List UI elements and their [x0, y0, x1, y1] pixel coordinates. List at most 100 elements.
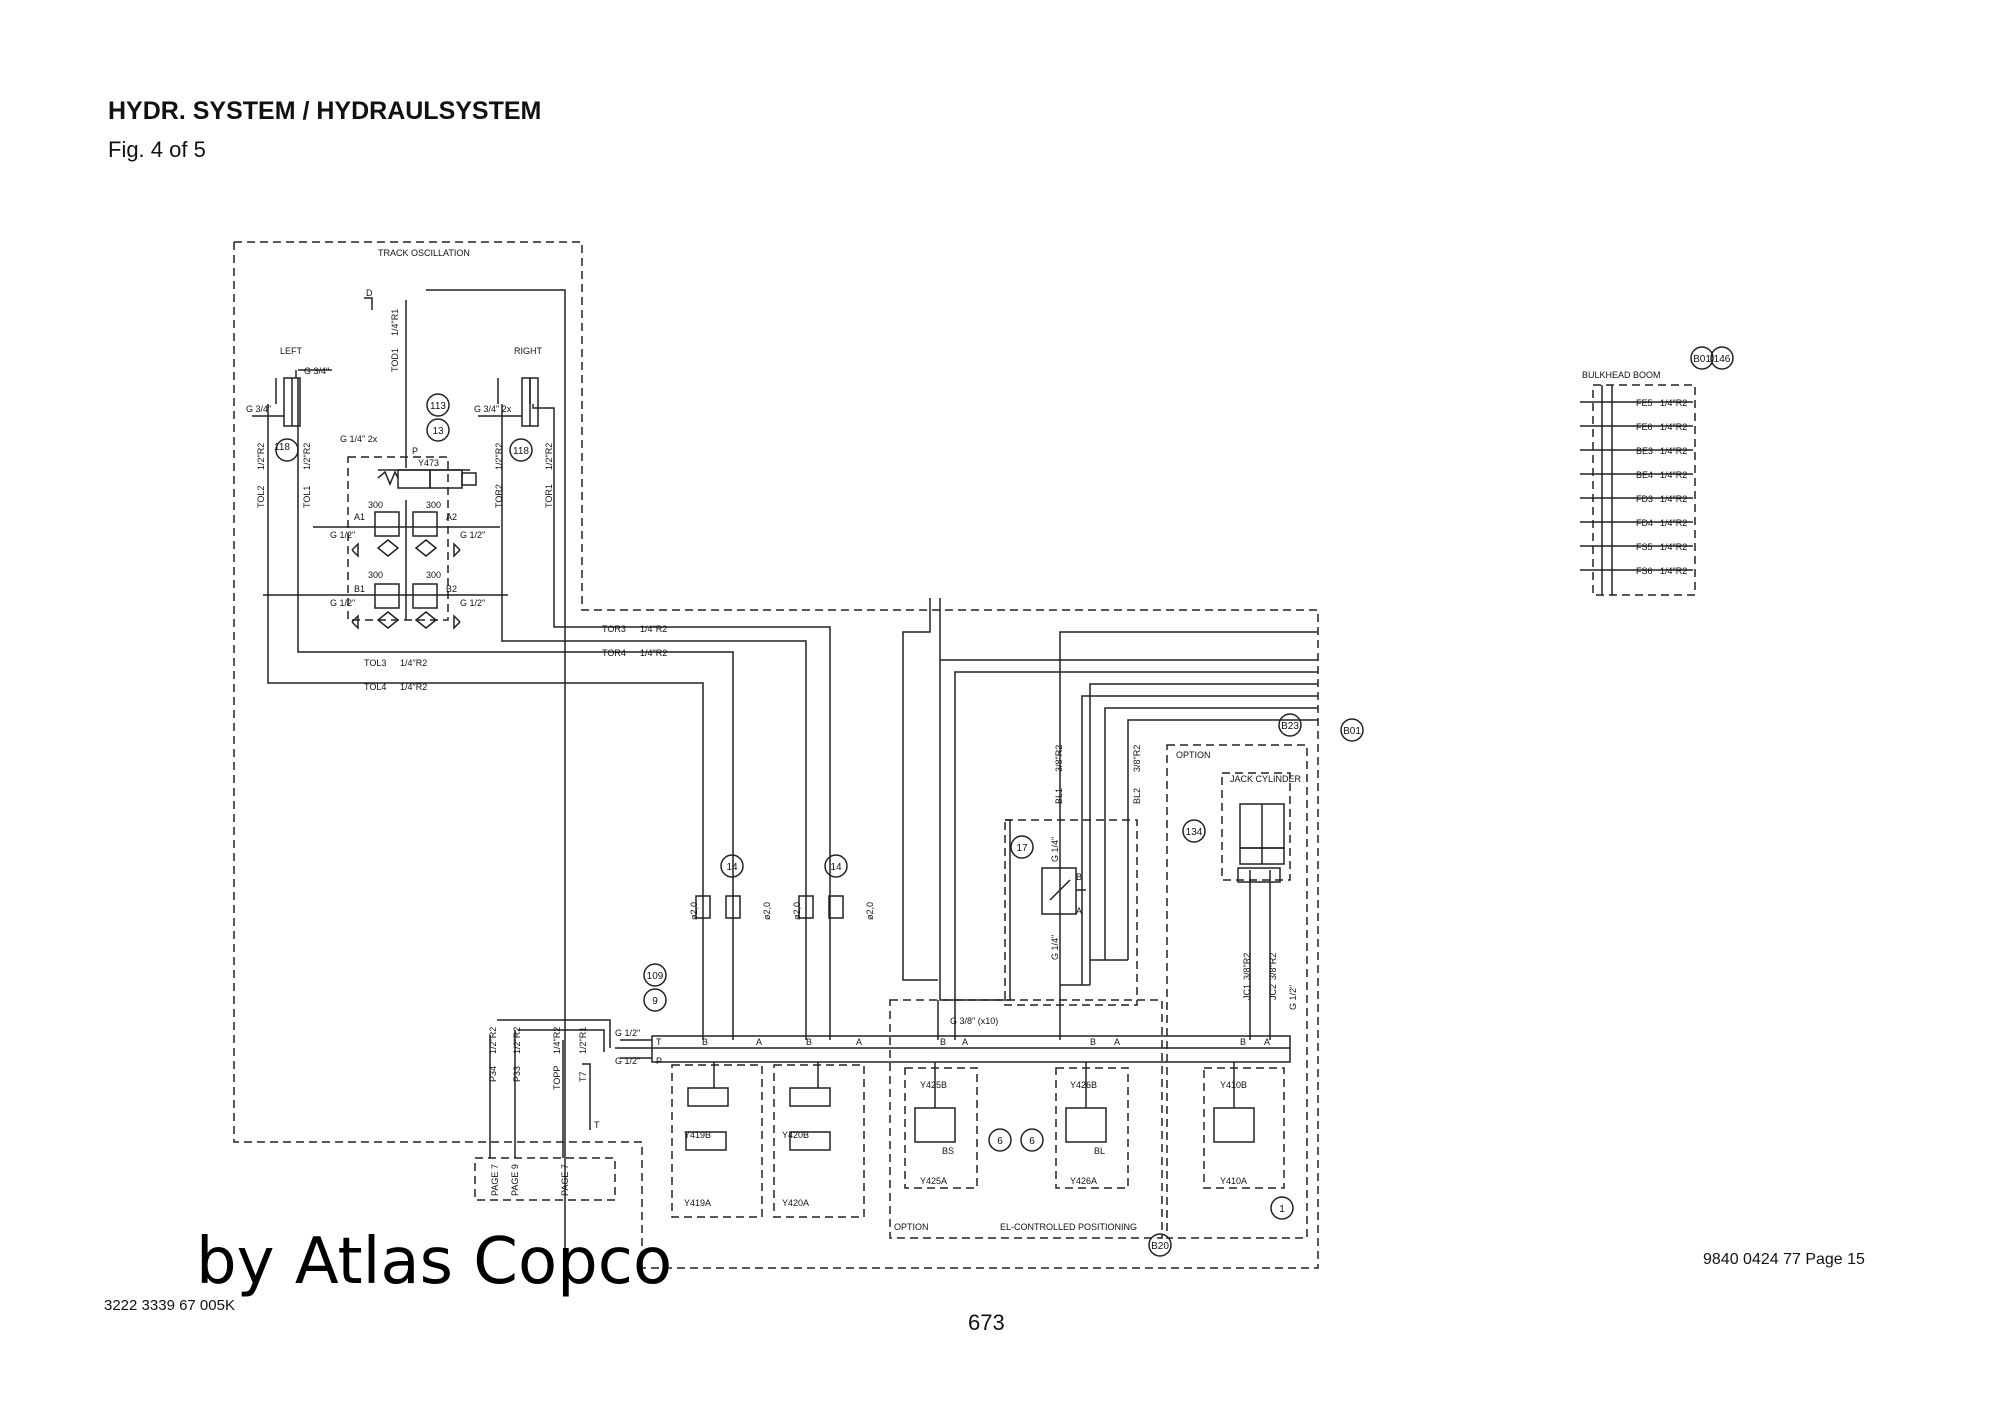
y410-border: [1203, 1067, 1285, 1189]
valve-17: [1041, 867, 1086, 915]
tol3-size: 1/4"R2: [400, 658, 427, 668]
hose-t7: T7: [578, 1071, 588, 1082]
topp-size: 1/4"R2: [552, 1027, 562, 1054]
g-1-2-d: G 1/2": [460, 598, 485, 608]
g-3-4-2x-label: G 3/4" 2x: [474, 404, 512, 414]
tol1-size: 1/2"R2: [302, 443, 312, 470]
track-oscillation-lines: [263, 289, 831, 1260]
option-jack-border: [1166, 744, 1308, 1239]
bulkhead-size-3: 1/4"R2: [1660, 446, 1687, 456]
orifice-1: ø2,0: [689, 902, 699, 920]
cylinder-left: [252, 369, 332, 427]
center-trunk-lines: [902, 598, 1318, 1040]
valve-y410b: Y410B: [1220, 1080, 1247, 1090]
hose-jc1: JC1: [1242, 984, 1252, 1000]
g-3-4-label-left: G 3/4": [246, 404, 271, 414]
left-label: LEFT: [280, 346, 303, 356]
bulkhead-lines: [1580, 385, 1693, 595]
manifold-b2: B: [806, 1037, 812, 1047]
valve-y426a: Y426A: [1070, 1176, 1097, 1186]
hose-p33: P33: [512, 1066, 522, 1082]
g-3-4-label: G 3/4": [304, 366, 329, 376]
item-6-b: 6: [1029, 1136, 1035, 1147]
hose-topp: TOPP: [552, 1066, 562, 1090]
port-a1: A1: [354, 512, 365, 522]
item-14-a: 14: [726, 862, 738, 873]
jc2-size: 3/8"R2: [1268, 953, 1278, 980]
valve-y425a: Y425A: [920, 1176, 947, 1186]
g-1-2-right: G 1/2": [1288, 985, 1298, 1010]
bulkhead-size-6: 1/4"R2: [1660, 518, 1687, 528]
g-1-2-c: G 1/2": [330, 598, 355, 608]
manifold-a2: A: [856, 1037, 862, 1047]
el-positioning-border: [889, 999, 1163, 1239]
manifold-b5: B: [1240, 1037, 1246, 1047]
jack-cylinder: [1237, 803, 1285, 883]
item-118-right: 118: [513, 446, 529, 457]
valve-y420a: Y420A: [782, 1198, 809, 1208]
page-reference: 9840 0424 77 Page 15: [1703, 1251, 1865, 1268]
item-109: 109: [647, 971, 664, 982]
valve-y419a: Y419A: [684, 1198, 711, 1208]
port-a-17: A: [1076, 906, 1082, 916]
bulkhead-boom-label: BULKHEAD BOOM: [1582, 370, 1661, 380]
hose-jc2: JC2: [1268, 984, 1278, 1000]
figure-number: Fig. 4 of 5: [108, 137, 206, 162]
bulkhead-hose-list: FE5 1/4"R2 FE6 1/4"R2 BE3 1/4"R2 BE4 1/4…: [1636, 398, 1687, 576]
item-9: 9: [652, 996, 658, 1007]
g-1-2-b: G 1/2": [460, 530, 485, 540]
option-lower-label: OPTION: [894, 1222, 929, 1232]
hose-tor4: TOR4: [602, 648, 626, 658]
hose-bl1: BL1: [1054, 788, 1064, 804]
bulkhead-code-3: BE3: [1636, 446, 1653, 456]
label-b23: B23: [1281, 721, 1299, 732]
jc1-size: 3/8"R2: [1242, 953, 1252, 980]
p300-b: 300: [426, 500, 441, 510]
item-134: 134: [1186, 827, 1203, 838]
hose-tor1: TOR1: [544, 484, 554, 508]
hose-tol4: TOL4: [364, 682, 386, 692]
bl2-size: 3/8"R2: [1132, 745, 1142, 772]
p300-d: 300: [426, 570, 441, 580]
port-bs: BS: [942, 1146, 954, 1156]
port-bl: BL: [1094, 1146, 1105, 1156]
bl1-size: 3/8"R2: [1054, 745, 1064, 772]
item-17: 17: [1016, 843, 1028, 854]
pressure-relief-valves: [351, 500, 461, 630]
item-146: 146: [1714, 354, 1731, 365]
orifice-2: ø2,0: [762, 902, 772, 920]
tod1-size: 1/4"R1: [390, 309, 400, 336]
item-118-left: 118: [274, 442, 290, 453]
p300-a: 300: [368, 500, 383, 510]
label-b01-top: B01: [1693, 354, 1711, 365]
y473-valve: [377, 469, 477, 489]
item-1: 1: [1279, 1204, 1285, 1215]
t7-size: 1/2"R1: [578, 1027, 588, 1054]
option-upper-border: [1004, 819, 1138, 1006]
document-number: 3222 3339 67 005K: [104, 1297, 235, 1314]
item-circles: [275, 346, 1734, 1257]
bulkhead-code-2: FE6: [1636, 422, 1653, 432]
bulkhead-code-1: FE5: [1636, 398, 1653, 408]
bulkhead-size-7: 1/4"R2: [1660, 542, 1687, 552]
p34-size: 1/2"R2: [488, 1027, 498, 1054]
item-13: 13: [432, 426, 444, 437]
g-1-2-manifold-p: G 1/2": [615, 1056, 640, 1066]
page9: PAGE 9: [510, 1164, 520, 1196]
manifold-port-p: P: [656, 1056, 662, 1066]
track-oscillation-label: TRACK OSCILLATION: [378, 248, 470, 258]
port-b2: B2: [446, 584, 457, 594]
port-b1: B1: [354, 584, 365, 594]
manifold-port-t: T: [656, 1037, 662, 1047]
manifold-a3: A: [962, 1037, 968, 1047]
hose-p34: P34: [488, 1066, 498, 1082]
manifold-a4: A: [1114, 1037, 1120, 1047]
bulkhead-size-8: 1/4"R2: [1660, 566, 1687, 576]
jack-cylinder-border: [1221, 772, 1291, 881]
hose-tor3: TOR3: [602, 624, 626, 634]
item-6-a: 6: [997, 1136, 1003, 1147]
label-b20: B20: [1151, 1241, 1169, 1252]
option-jack-label: OPTION: [1176, 750, 1211, 760]
manifold-b1: B: [702, 1037, 708, 1047]
